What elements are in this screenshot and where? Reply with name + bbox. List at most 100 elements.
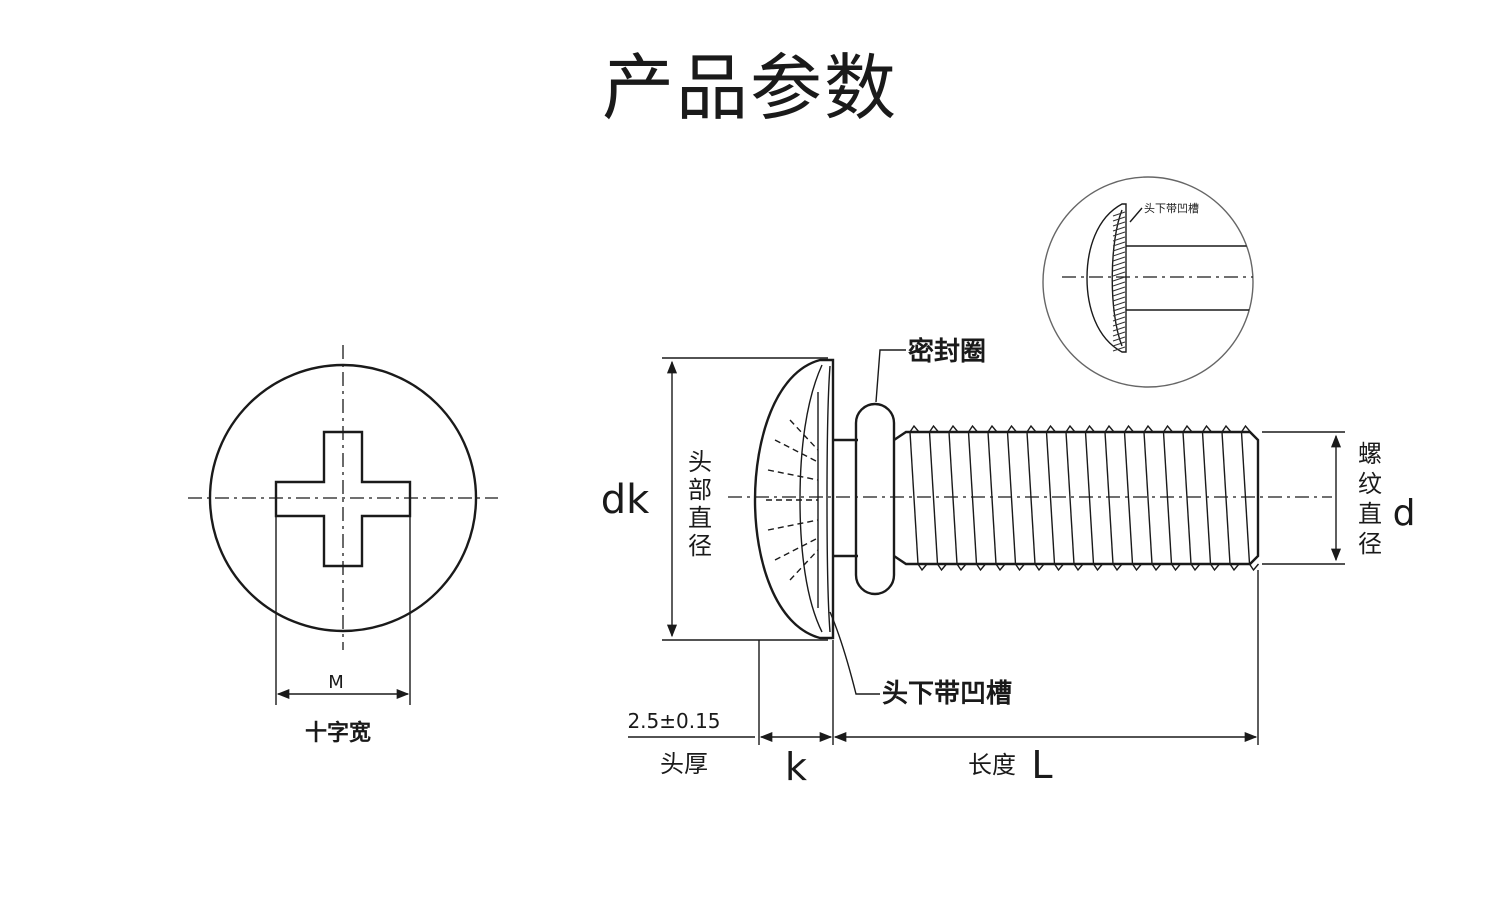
thread-crest [1104, 424, 1123, 572]
length-label: 长度 [968, 751, 1016, 779]
detail-circle [1042, 176, 1254, 388]
detail-view: 头下带凹槽 [1042, 176, 1254, 388]
thread-crest [1026, 424, 1045, 572]
head-diameter-label-2: 部 [688, 476, 712, 504]
hatch-line [1112, 246, 1126, 252]
seal-ring [854, 402, 896, 596]
top-view: M 十字宽 [188, 345, 498, 746]
hatch-line [1112, 301, 1126, 307]
head-thickness-symbol: k [785, 745, 807, 789]
head-thickness-label: 头厚 [660, 750, 708, 778]
hatch-line [1112, 211, 1126, 217]
cross-width-symbol: M [328, 672, 344, 693]
thread-lines [909, 424, 1260, 572]
thread-line [987, 431, 997, 565]
head-thickness-value: 2.5±0.15 [627, 709, 720, 733]
thread-line [1162, 431, 1173, 565]
thread-line [1201, 431, 1212, 565]
thread-crest [928, 424, 948, 572]
thread-line [1182, 431, 1192, 565]
thread-line [948, 431, 958, 565]
hatch-line [1112, 346, 1126, 352]
hatch-line [1112, 306, 1126, 312]
hatch-line [1112, 261, 1126, 267]
thread-crest [1084, 424, 1104, 572]
hatch-line [1112, 231, 1126, 237]
hatch-line [1112, 271, 1126, 277]
hatch-line [1112, 336, 1126, 342]
thread-diameter-label-1: 螺 [1358, 440, 1382, 468]
thread-diameter-label-3: 直 [1358, 500, 1382, 528]
hatch-line [1112, 266, 1126, 272]
thread-line [1143, 431, 1153, 565]
phillips-cross-icon [274, 430, 412, 568]
seal-ring-label: 密封圈 [908, 336, 986, 367]
hatch-line [1112, 216, 1126, 222]
hatch-line [1112, 321, 1126, 327]
thread-line [1045, 431, 1056, 565]
hatch-line [1112, 241, 1126, 247]
hatch-line [1112, 296, 1126, 302]
thread-line [1084, 431, 1095, 565]
thread-line [909, 431, 919, 565]
threaded-shank [893, 430, 1260, 566]
thread-crest [948, 424, 967, 572]
thread-line [967, 431, 978, 565]
thread-crest [1065, 424, 1084, 572]
thread-crest [1143, 424, 1162, 572]
thread-line [1221, 431, 1231, 565]
thread-line [928, 431, 939, 565]
hatch-line [1112, 221, 1126, 227]
head-diameter-symbol: dk [601, 477, 650, 523]
hatch-line [1112, 331, 1126, 337]
hatch-line [1112, 311, 1126, 317]
detail-hatch [1112, 211, 1126, 352]
hatch-line [1112, 236, 1126, 242]
thread-line [1104, 431, 1114, 565]
side-view: dk 头 部 直 径 螺 纹 直 径 d 密封圈 头下带凹槽 2.5±0.15 … [601, 336, 1416, 789]
length-symbol: L [1031, 743, 1052, 787]
thread-line [1065, 431, 1075, 565]
hatch-line [1112, 251, 1126, 257]
thread-diameter-label-4: 径 [1358, 530, 1382, 558]
groove-label: 头下带凹槽 [882, 679, 1012, 709]
thread-line [1240, 431, 1251, 565]
head-diameter-label-4: 径 [688, 532, 712, 560]
head-diameter-label-1: 头 [688, 448, 712, 476]
thread-line [1123, 431, 1134, 565]
screw-head-outline [753, 358, 835, 640]
hatch-line [1112, 226, 1126, 232]
hatch-line [1112, 286, 1126, 292]
hatch-line [1112, 291, 1126, 297]
page-title: 产品参数 [601, 46, 898, 130]
recess-dashes [766, 419, 819, 581]
thread-diameter-symbol: d [1393, 493, 1416, 534]
thread-line [1006, 431, 1017, 565]
hatch-line [1112, 256, 1126, 262]
groove-leader [829, 611, 880, 695]
hatch-line [1112, 316, 1126, 322]
hatch-line [1112, 281, 1126, 287]
hatch-line [1112, 341, 1126, 347]
thread-crest [1201, 424, 1221, 572]
hatch-line [1112, 276, 1126, 282]
thread-crest [1221, 424, 1240, 572]
thread-crest [1006, 424, 1026, 572]
thread-crest [1240, 424, 1260, 572]
thread-diameter-label-2: 纹 [1358, 470, 1382, 498]
thread-crest [909, 424, 928, 572]
thread-crest [1123, 424, 1143, 572]
thread-crest [967, 424, 987, 572]
thread-crest [1182, 424, 1201, 572]
hatch-line [1112, 326, 1126, 332]
thread-crest [1162, 424, 1182, 572]
head-diameter-label-3: 直 [688, 504, 712, 532]
detail-label: 头下带凹槽 [1144, 202, 1199, 215]
seal-ring-leader [875, 349, 906, 403]
thread-crest [987, 424, 1006, 572]
thread-crest [1045, 424, 1065, 572]
thread-line [1026, 431, 1036, 565]
detail-leader [1129, 207, 1143, 223]
cross-width-label: 十字宽 [305, 720, 371, 746]
